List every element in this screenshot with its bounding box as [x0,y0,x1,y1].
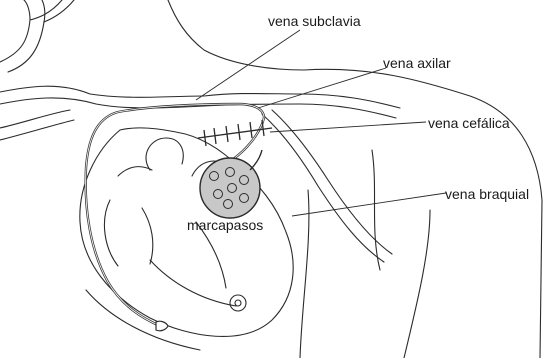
chest-arm-contour [300,190,309,358]
label-vena-cefalica: vena cefálica [428,116,510,130]
nipple-outer [230,295,246,311]
leader-cefalica [270,122,426,132]
pacemaker-device-icon [200,150,262,218]
arm-outer-outline [540,200,542,358]
arm-inner-outline [404,210,430,358]
shoulder-outline [304,69,542,200]
heart-rib-curve [86,290,200,350]
left-side-vessel [0,110,70,128]
leader-braquial [292,193,446,216]
label-vena-subclavia: vena subclavia [268,14,361,28]
label-vena-braquial: vena braquial [445,187,529,201]
nipple-inner [235,300,241,306]
jugular-branch-a [30,0,62,20]
axilla-contour [372,150,380,270]
heart-right-atrium [104,200,118,266]
label-vena-axilar: vena axilar [383,56,451,70]
heart-coronary-1 [142,208,153,264]
brachiocephalic-vein-upper [0,86,204,97]
subclavian-vein-upper [204,94,400,109]
heart-ventricle-line [150,260,236,306]
label-marcapasos: marcapasos [187,218,263,232]
subclavian-vein-lower [204,104,396,118]
lead-tip-icon [156,321,168,331]
neck-outline [168,0,304,70]
jugular-vein-1 [0,0,30,62]
heart-inner-curve [118,167,152,176]
cephalic-vein-a [262,114,384,262]
heart-aorta [146,138,183,170]
leader-subclavia [196,30,300,100]
leader-axilar [258,68,386,108]
left-side-vessel-2 [0,120,74,140]
